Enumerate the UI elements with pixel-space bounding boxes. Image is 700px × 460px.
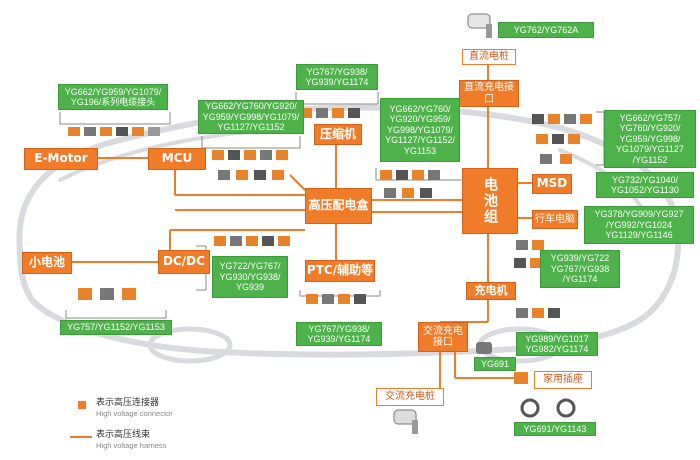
tag-dcdc: YG757/YG1152/YG1153: [60, 320, 172, 335]
msd-box: MSD: [532, 174, 572, 194]
tag-ptc-bottom: YG767/YG938/ YG939/YG1174: [296, 322, 382, 346]
ptc-bottom-parts-icon: [306, 294, 366, 304]
ac-charge-gun-icon: [393, 409, 418, 434]
part-icon-clusters: [68, 13, 592, 434]
tag-mcu-harness: YG662/YG959/YG1079/ YG196/系列电缆接头: [58, 84, 168, 110]
dc-charge-gun-icon: [467, 13, 492, 38]
tag-yg691: YG691: [474, 357, 516, 371]
tag-battery-left: YG662/YG760/ YG920/YG959/ YG998/YG1079/ …: [380, 98, 460, 162]
ptc-parts-icon: [214, 236, 290, 246]
dc-charge-port-box: 直流充电接口: [459, 80, 519, 107]
mcu-box: MCU: [148, 148, 206, 170]
legend-connector-en: High voltage connector: [96, 408, 173, 418]
legend-harness: 表示高压线束 High voltage harness: [96, 430, 166, 450]
tag-ptc: YG722/YG767/ YG930/YG938/ YG939: [212, 256, 288, 298]
legend-connector-cn: 表示高压连接器: [96, 398, 160, 408]
ac-charge-port-box: 交流充电接口: [418, 322, 468, 352]
bms-box: 行车电脑: [532, 210, 578, 229]
tag-bms: YG378/YG909/YG927 /YG992/YG1024 YG1129/Y…: [584, 206, 694, 244]
tag-mcu-top: YG662/YG760/YG920/ YG959/YG998/YG1079/ Y…: [198, 100, 304, 134]
bms-parts-icon: [514, 240, 544, 268]
legend-harness-cn: 表示高压线束: [96, 430, 151, 440]
yg691-part-icon: [476, 342, 492, 354]
dc-charge-pile-box: 直流电桩: [462, 49, 516, 65]
e-motor-box: E-Motor: [24, 148, 98, 170]
battery-right-parts-icon: [532, 114, 592, 164]
ptc-box: PTC/辅助等: [305, 260, 375, 282]
small-battery-box: 小电池: [22, 252, 72, 274]
tag-dc-pile: YG762/YG762A: [498, 22, 594, 38]
battery-pack-box: 电池组: [462, 168, 518, 234]
ac-charge-pile-box: 交流充电桩: [376, 388, 444, 406]
home-socket-box: 家用插座: [534, 371, 592, 389]
legend-swatches: [70, 401, 92, 438]
tag-compressor: YG767/YG938/ YG939/YG1174: [296, 64, 378, 90]
ac-port-parts-icon: [516, 308, 560, 318]
compressor-box: 压缩机: [314, 124, 362, 145]
tag-ac-port: YG989/YG1017 YG982/YG1174: [516, 332, 598, 356]
hv-distribution-box: 高压配电盒: [305, 188, 372, 224]
dcdc-box: DC/DC: [158, 250, 210, 274]
tag-charger: YG939/YG722 YG767/YG938 /YG1174: [540, 250, 620, 288]
mcu-connector-parts-icon: [212, 150, 288, 180]
tag-yg691-1143: YG691/YG1143: [514, 422, 596, 436]
dcdc-parts-icon: [78, 288, 136, 300]
charger-box: 充电机: [466, 282, 516, 300]
home-plug-icon: [514, 372, 528, 384]
mcu-harness-parts-icon: [68, 127, 160, 136]
legend-connector: 表示高压连接器 High voltage connector: [96, 398, 173, 418]
charge-cable-icons: [520, 398, 576, 418]
compressor-parts-icon: [300, 108, 360, 118]
battery-left-parts-icon: [380, 170, 440, 198]
tag-msd: YG732/YG1040/ YG1052/YG1130: [596, 172, 694, 198]
tag-battery-right: YG662/YG757/ YG760/YG920/ YG959/YG998/ Y…: [604, 110, 696, 168]
legend-harness-en: High voltage harness: [96, 440, 167, 450]
